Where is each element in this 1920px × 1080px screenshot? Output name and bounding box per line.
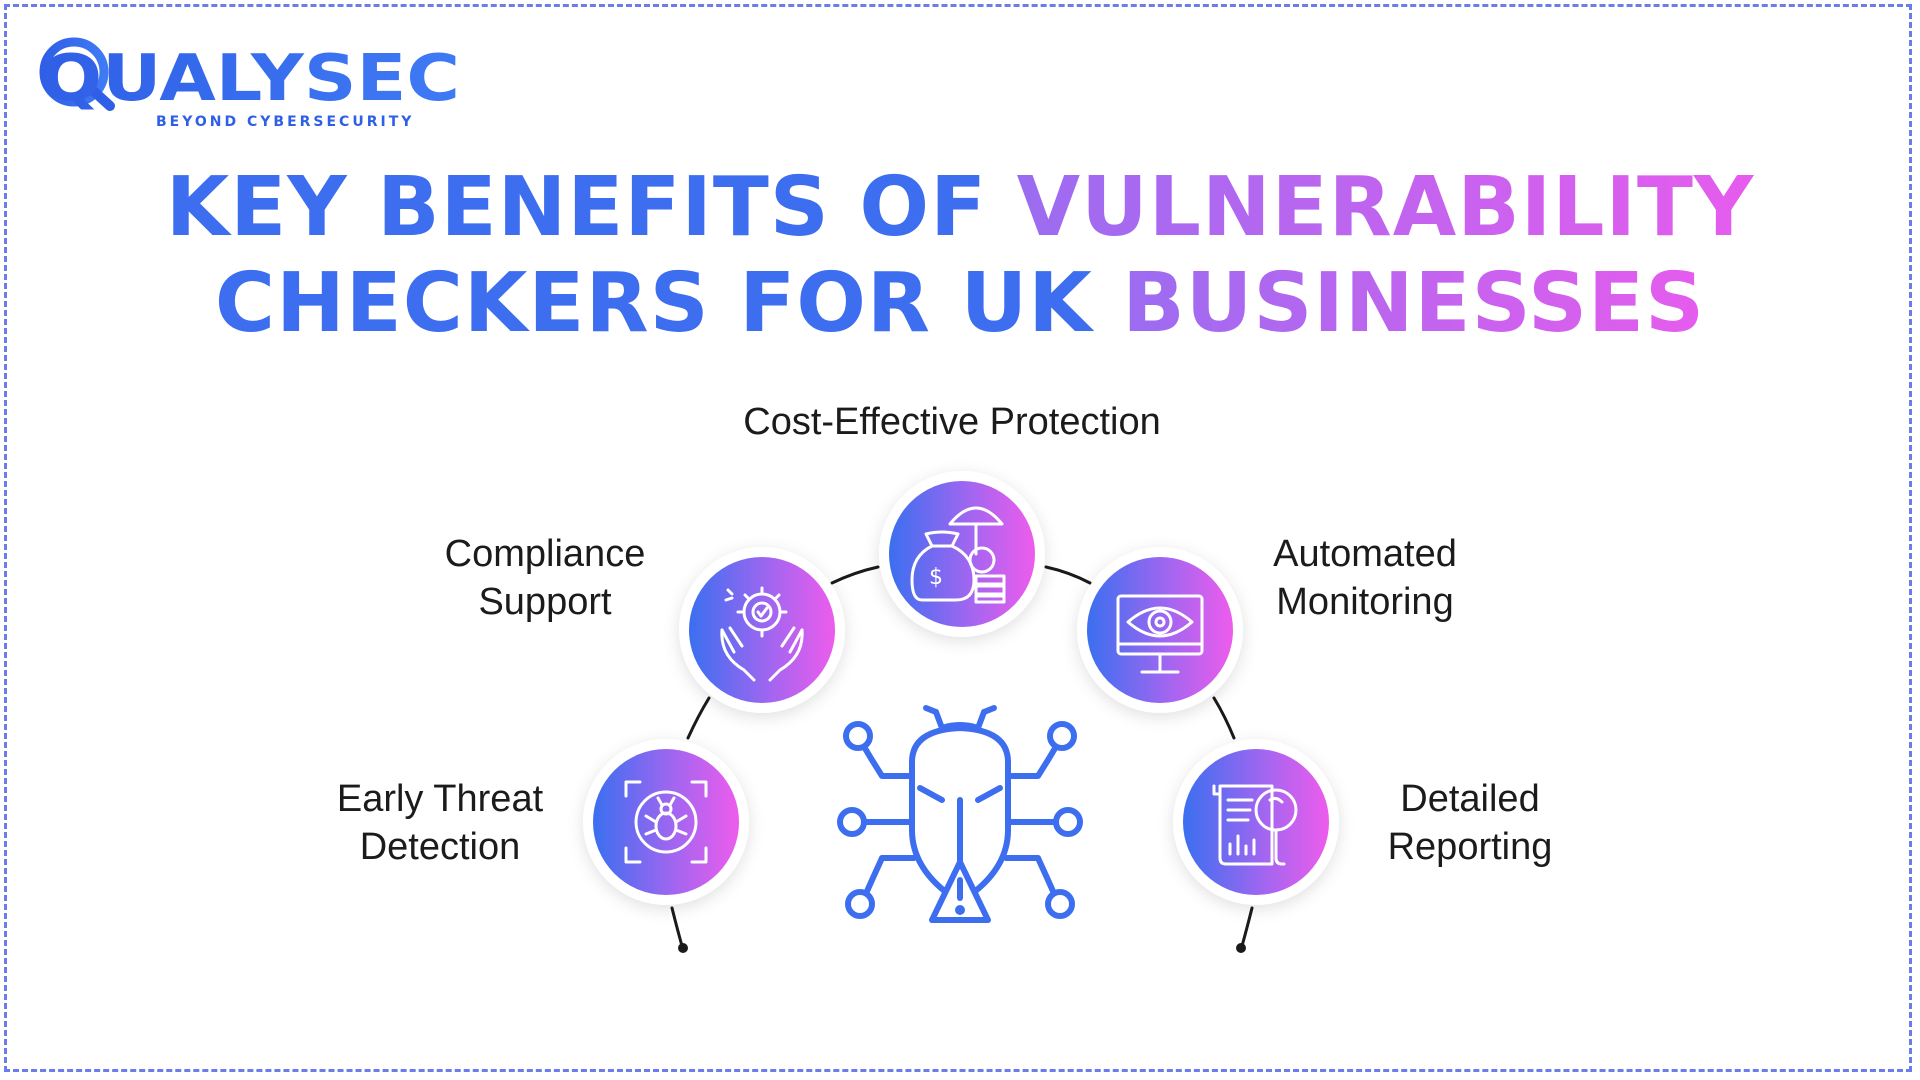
label-cost-effective-protection: Cost-Effective Protection	[743, 401, 1161, 443]
money-bag-umbrella-icon: $	[910, 506, 1006, 604]
connector-lines	[670, 565, 1254, 948]
circle-automated-monitoring	[1077, 547, 1243, 713]
connector-reporting-end	[1240, 906, 1254, 948]
connector-dot-left	[678, 943, 688, 953]
report-magnifier-icon	[1212, 784, 1298, 866]
qualysec-logo: QUALYSEC BEYOND CYBERSECURITY	[39, 37, 460, 130]
title-line-2-part-2: BUSINESSES	[1122, 256, 1706, 351]
monitor-eye-gear-icon	[1116, 594, 1204, 674]
label-compliance-support: Compliance Support	[444, 533, 646, 623]
dashed-border	[4, 4, 1912, 1072]
label-automated-monitoring: Automated Monitoring	[1273, 533, 1457, 623]
title-line-1: KEY BENEFITS OF VULNERABILITY	[0, 160, 1920, 256]
circle-cost-effective-protection: $	[879, 471, 1045, 637]
title-line-2-part-1: CHECKERS FOR UK	[214, 256, 1123, 351]
connector-dot-right	[1236, 943, 1246, 953]
brand-tagline: BEYOND CYBERSECURITY	[156, 114, 414, 130]
circle-early-threat-detection	[583, 739, 749, 905]
connector-compliance-cost	[830, 565, 880, 585]
title-line-1-part-1: KEY BENEFITS OF	[165, 160, 1017, 255]
connector-cost-monitoring	[1044, 565, 1092, 585]
hands-gear-icon	[720, 586, 804, 682]
circle-compliance-support	[679, 547, 845, 713]
label-detailed-reporting: Detailed Reporting	[1387, 778, 1553, 868]
connector-compliance-threat	[686, 696, 711, 740]
brand-name: QUALYSEC	[40, 42, 460, 116]
title-line-2: CHECKERS FOR UK BUSINESSES	[0, 256, 1920, 352]
bug-warning-icon	[837, 705, 1083, 923]
svg-text:$: $	[929, 565, 943, 590]
title-line-1-part-2: VULNERABILITY	[1016, 160, 1755, 255]
circle-detailed-reporting	[1173, 739, 1339, 905]
page-title: KEY BENEFITS OF VULNERABILITY CHECKERS F…	[0, 160, 1920, 352]
connector-monitoring-reporting	[1212, 696, 1236, 740]
bug-target-icon	[624, 780, 708, 864]
connector-threat-end	[670, 906, 684, 948]
label-early-threat-detection: Early Threat Detection	[336, 778, 544, 868]
